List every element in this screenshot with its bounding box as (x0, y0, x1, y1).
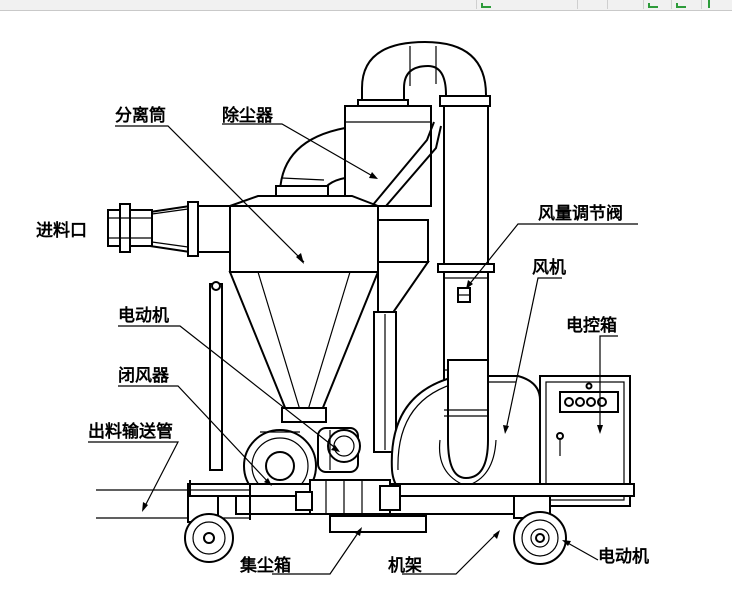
label-frame: 机架 (388, 555, 422, 576)
right-wheel (513, 495, 567, 565)
label-separator: 分离筒 (115, 105, 166, 126)
check-icon (648, 3, 658, 8)
label-upper-motor: 电动机 (118, 305, 169, 326)
toolbar-blank-button-1[interactable] (577, 0, 607, 9)
separator-elbow (275, 126, 346, 198)
top-elbow-pipe (357, 40, 491, 109)
label-dust-collector: 除尘器 (222, 105, 274, 126)
label-fan: 风机 (532, 257, 566, 278)
label-inlet: 进料口 (36, 220, 87, 241)
left-wheel (184, 495, 234, 563)
label-control-box: 电控箱 (566, 315, 617, 336)
fan-housing (390, 359, 541, 501)
label-airlock: 闭风器 (118, 365, 170, 386)
toolbar-blank-button-2[interactable] (607, 0, 643, 9)
label-lower-motor: 电动机 (598, 546, 649, 567)
check-icon (481, 3, 491, 8)
upper-motor (317, 427, 361, 473)
dust-collector-body (344, 105, 442, 207)
separator-side-column (373, 219, 430, 453)
label-discharge-pipe: 出料输送管 (88, 421, 173, 442)
leader-lines (88, 123, 638, 575)
machine-frame (187, 479, 635, 533)
bar-icon (708, 0, 710, 8)
check-icon (676, 3, 686, 8)
toolbar-check-button[interactable] (476, 0, 504, 9)
toolbar-bar-button[interactable] (701, 0, 732, 9)
label-dust-box: 集尘箱 (239, 555, 291, 576)
browser-toolbar-strip (0, 0, 732, 11)
inlet-pipe (107, 201, 231, 257)
handle-pole (209, 281, 223, 471)
toolbar-check-button-2[interactable] (643, 0, 671, 9)
toolbar-check-button-3[interactable] (671, 0, 701, 9)
label-air-valve: 风量调节阀 (538, 203, 623, 224)
separator-cylinder (228, 195, 380, 423)
